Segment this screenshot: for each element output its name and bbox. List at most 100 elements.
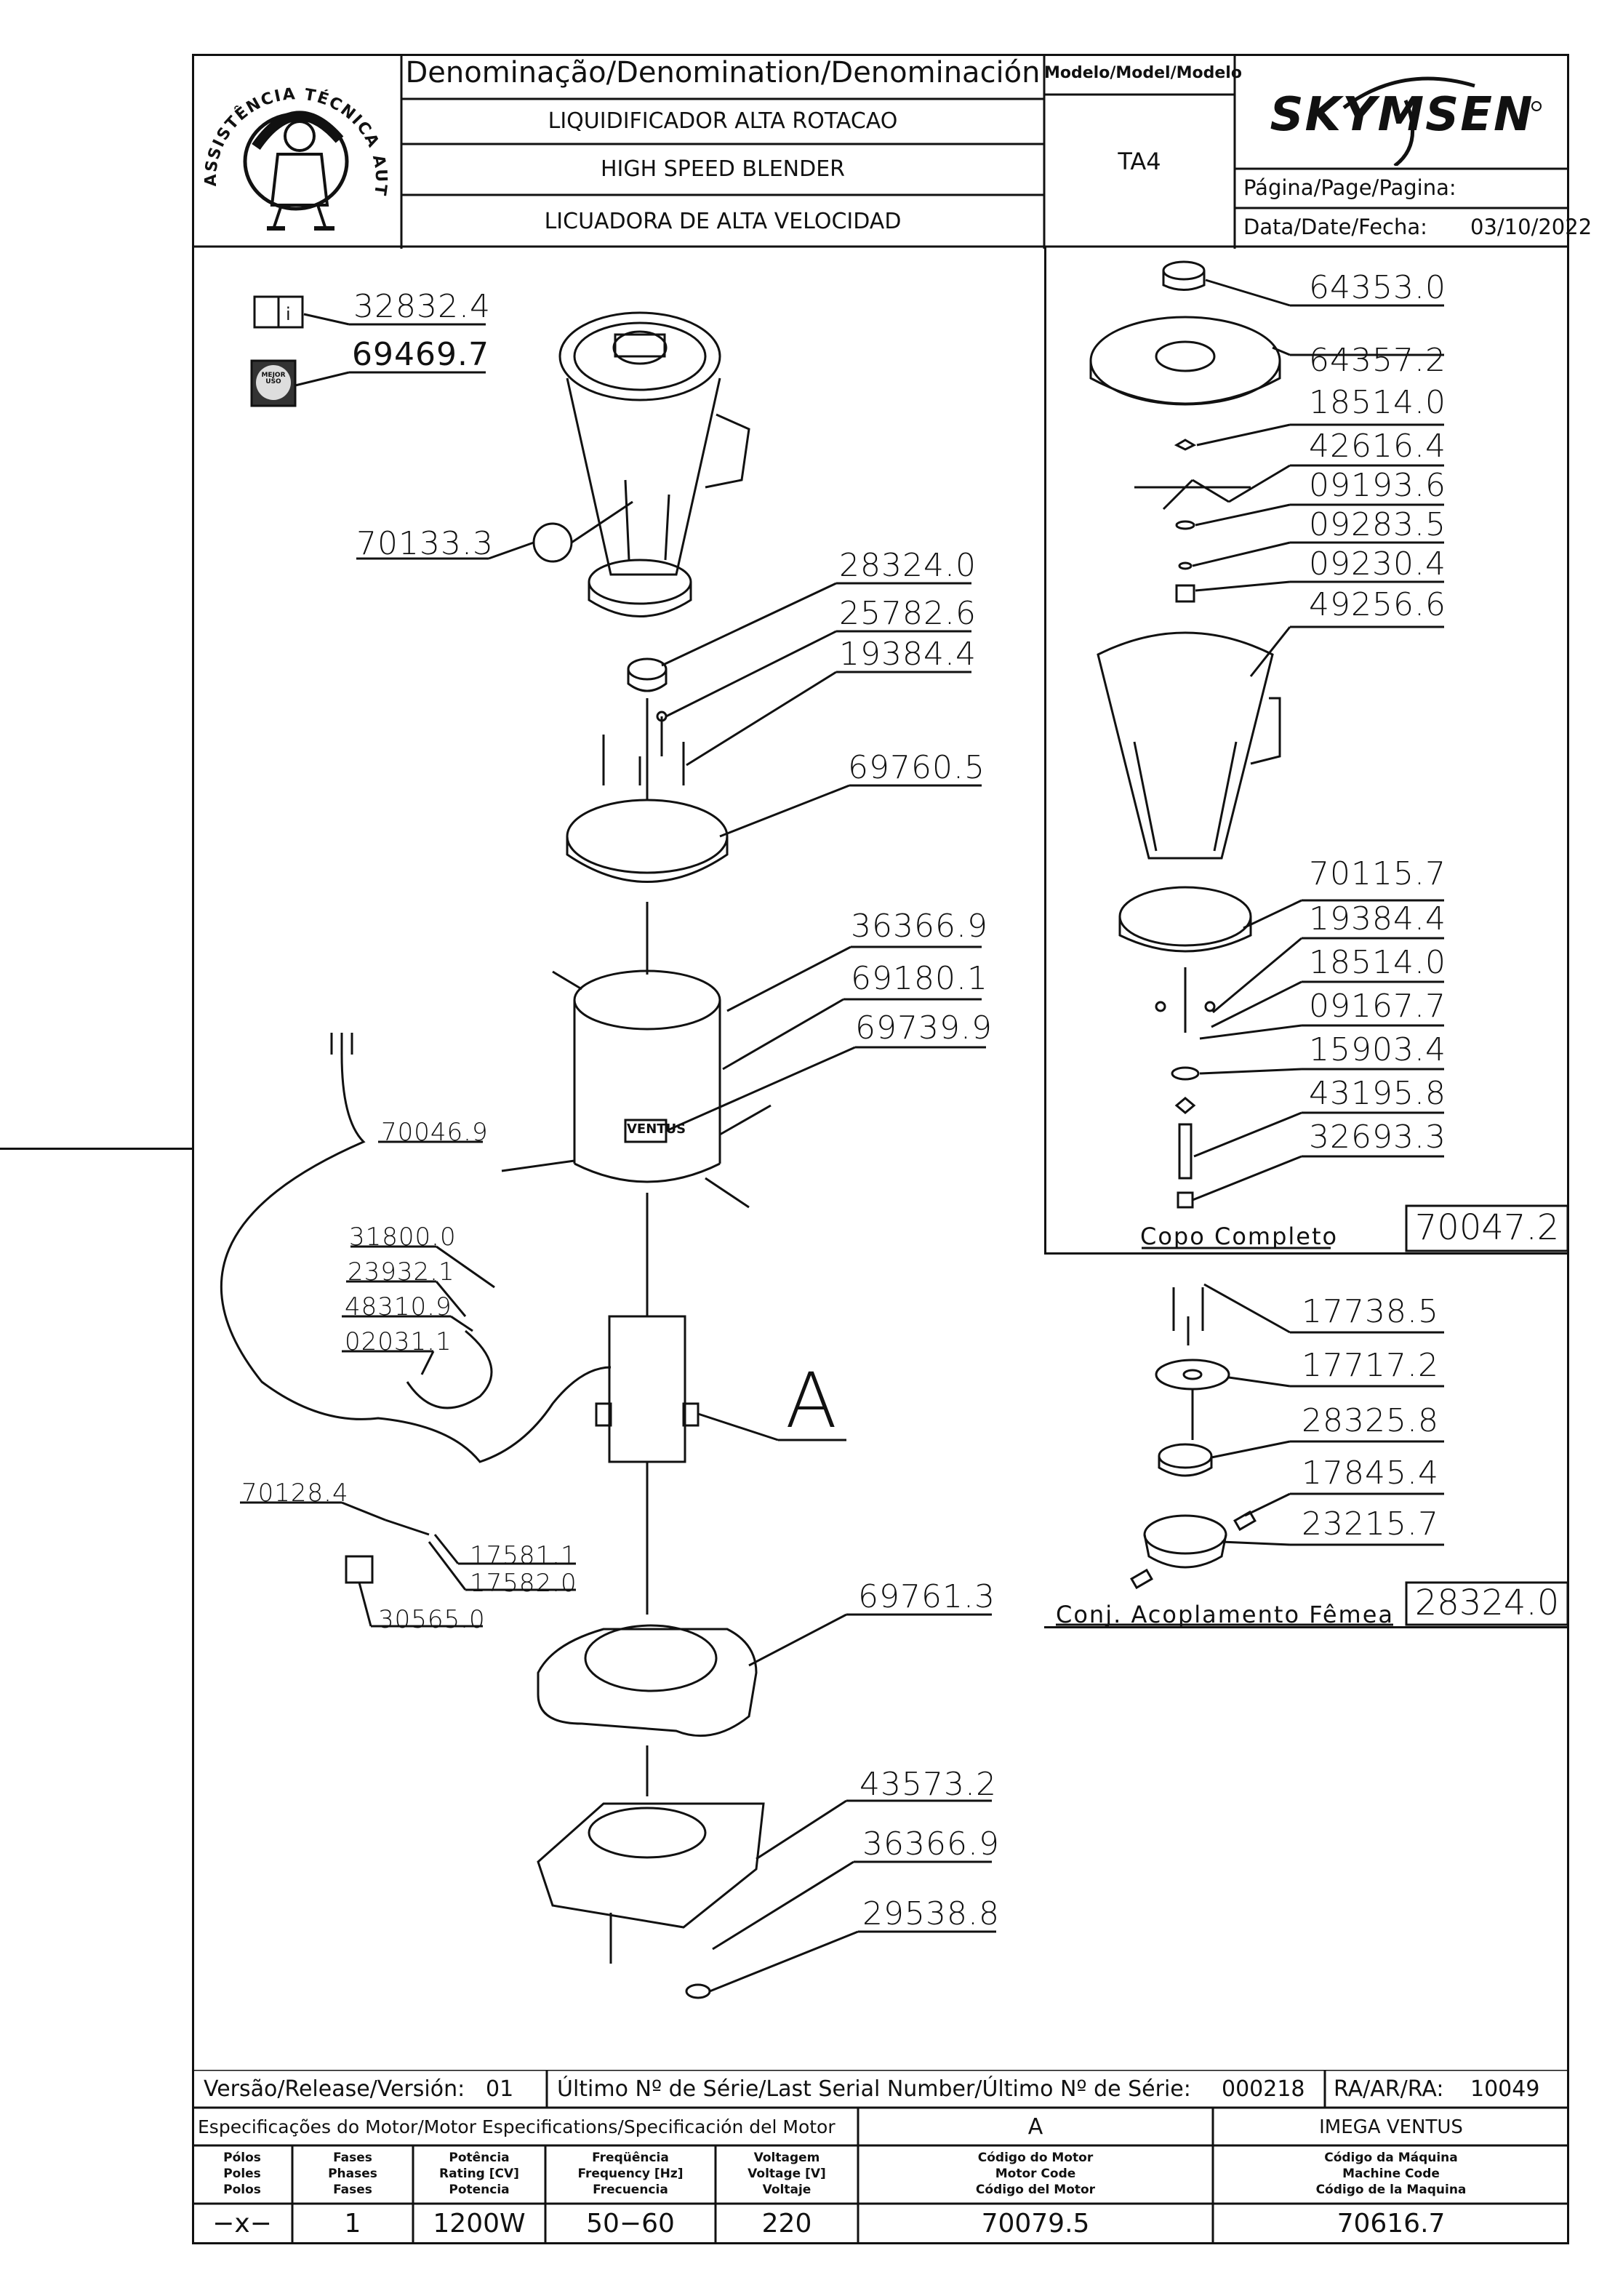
authorized-service-seal: ASSISTÊNCIA TÉCNICA AUTORIZADA: [191, 46, 394, 241]
ra-value: 10049: [1470, 2076, 1540, 2102]
part-label-69180-1: 69180.1: [851, 960, 988, 997]
part-label-43573-2: 43573.2: [859, 1766, 997, 1803]
part-label-25782-6: 25782.6: [839, 595, 977, 632]
cup-part-70115-7: 70115.7: [1309, 855, 1446, 892]
denomination-title: Denominação/Denomination/Denominación: [405, 56, 1041, 89]
cup-part-42616-4: 42616.4: [1309, 428, 1446, 465]
cup-part-18514-0-b: 18514.0: [1309, 944, 1446, 981]
ra-label: RA/AR/RA:: [1334, 2076, 1444, 2102]
part-label-28324-0: 28324.0: [839, 547, 977, 584]
part-label-19384-4: 19384.4: [839, 636, 977, 673]
manual-info-icon: i: [253, 295, 304, 329]
motor-reference-letter: A: [785, 1356, 838, 1445]
part-label-70046-9: 70046.9: [381, 1118, 489, 1147]
part-label-17582-0: 17582.0: [470, 1569, 577, 1598]
coupling-assembly-title: Conj. Acoplamento Fêmea: [1056, 1601, 1394, 1628]
page-label: Página/Page/Pagina:: [1243, 175, 1456, 200]
product-name-es: LICUADORA DE ALTA VELOCIDAD: [544, 209, 902, 234]
serial-label: Último Nº de Série/Last Serial Number/Úl…: [557, 2076, 1191, 2102]
cup-assembly-drawing: [1089, 260, 1281, 1209]
title-block-lines: [192, 54, 1569, 249]
page-edge-line: [0, 1148, 193, 1150]
part-label-69739-9: 69739.9: [855, 1009, 993, 1047]
cup-part-32693-3: 32693.3: [1309, 1119, 1446, 1156]
footer-table: Versão/Release/Versión: 01 Último Nº de …: [192, 2070, 1569, 2244]
cup-part-49256-6: 49256.6: [1309, 586, 1446, 623]
ventus-badge: VENTUS: [627, 1121, 686, 1137]
coupling-part-28325-8: 28325.8: [1302, 1402, 1439, 1439]
part-label-17581-1: 17581.1: [470, 1541, 577, 1570]
cup-part-09167-7: 09167.7: [1309, 988, 1446, 1025]
cup-part-19384-4: 19384.4: [1309, 900, 1446, 937]
motor-spec-label: Especificações do Motor/Motor Especifica…: [198, 2116, 835, 2137]
coupling-panel-bottom: [1044, 1626, 1569, 1628]
jar-assembly: [532, 311, 750, 617]
cup-part-43195-8: 43195.8: [1309, 1075, 1446, 1112]
motor-ref-letter: A: [1027, 2114, 1043, 2140]
base-housing: [537, 1624, 758, 1737]
cup-part-09230-4: 09230.4: [1309, 545, 1446, 583]
coupling-assembly-code: 28324.0: [1414, 1583, 1560, 1623]
usage-sticker-text: MEJOR USO: [261, 372, 286, 385]
cup-part-15903-4: 15903.4: [1309, 1031, 1446, 1068]
part-label-29538-8: 29538.8: [862, 1895, 1000, 1932]
value-rating: 1200W: [433, 2209, 526, 2239]
cup-assembly-code: 70047.2: [1414, 1207, 1560, 1248]
cup-part-09193-6: 09193.6: [1309, 467, 1446, 504]
brand-swoosh-icon: [1342, 76, 1542, 166]
value-poles: −x−: [212, 2209, 272, 2239]
part-label-32832-4: 32832.4: [353, 288, 491, 325]
value-phases: 1: [344, 2209, 361, 2239]
exploded-view-drawing: i: [220, 260, 1569, 1999]
seal-graphic: ASSISTÊNCIA TÉCNICA AUTORIZADA: [191, 46, 388, 231]
svg-text:i: i: [286, 304, 291, 324]
version-value: 01: [486, 2076, 514, 2102]
coupling-part-17845-4: 17845.4: [1302, 1455, 1439, 1492]
bottom-plate: [537, 1802, 765, 1929]
coupling-part-23215-7: 23215.7: [1302, 1505, 1439, 1543]
part-label-23932-1: 23932.1: [348, 1257, 455, 1287]
value-frequency: 50−60: [586, 2209, 675, 2239]
cup-part-18514-0: 18514.0: [1309, 384, 1446, 421]
part-label-31800-0: 31800.0: [349, 1223, 457, 1252]
motor: [595, 1295, 700, 1463]
motor-housing: [573, 969, 721, 1183]
part-label-30565-0: 30565.0: [378, 1605, 486, 1634]
serial-value: 000218: [1222, 2076, 1305, 2102]
model-label: Modelo/Model/Modelo: [1044, 64, 1242, 82]
part-label-02031-1: 02031.1: [345, 1327, 452, 1356]
product-name-en: HIGH SPEED BLENDER: [600, 156, 846, 182]
coupling-part-17717-2: 17717.2: [1302, 1347, 1439, 1384]
date-value: 03/10/2022: [1470, 215, 1592, 239]
title-block: ASSISTÊNCIA TÉCNICA AUTORIZADA Denominaç…: [191, 46, 1592, 249]
part-label-48310-9: 48310.9: [345, 1292, 452, 1321]
part-label-69761-3: 69761.3: [858, 1578, 995, 1615]
part-label-70128-4: 70128.4: [241, 1479, 349, 1508]
brand-logo: SKYMSEN: [1270, 88, 1534, 142]
value-motor-code: 70079.5: [981, 2209, 1090, 2239]
cup-assembly-title: Copo Completo: [1140, 1223, 1339, 1250]
machine-name: IMEGA VENTUS: [1319, 2116, 1463, 2138]
part-label-69760-5: 69760.5: [848, 749, 985, 786]
cup-part-64353-0: 64353.0: [1309, 269, 1446, 306]
product-name-pt: LIQUIDIFICADOR ALTA ROTACAO: [548, 108, 898, 134]
cup-panel: [1044, 247, 1571, 1254]
cup-panel-divider: [1044, 1252, 1569, 1255]
version-label: Versão/Release/Versión:: [204, 2076, 465, 2102]
value-machine-code: 70616.7: [1337, 2209, 1446, 2239]
part-label-69469-7: 69469.7: [352, 336, 489, 373]
cup-part-09283-5: 09283.5: [1309, 506, 1446, 543]
date-label: Data/Date/Fecha:: [1243, 215, 1427, 239]
usage-sticker-icon: [250, 359, 297, 407]
model-value: TA4: [1118, 148, 1161, 175]
coupling-assembly-drawing: [1130, 1287, 1257, 1590]
footer-table-lines: [192, 2070, 1569, 2244]
part-label-36366-9-b: 36366.9: [862, 1825, 1000, 1863]
